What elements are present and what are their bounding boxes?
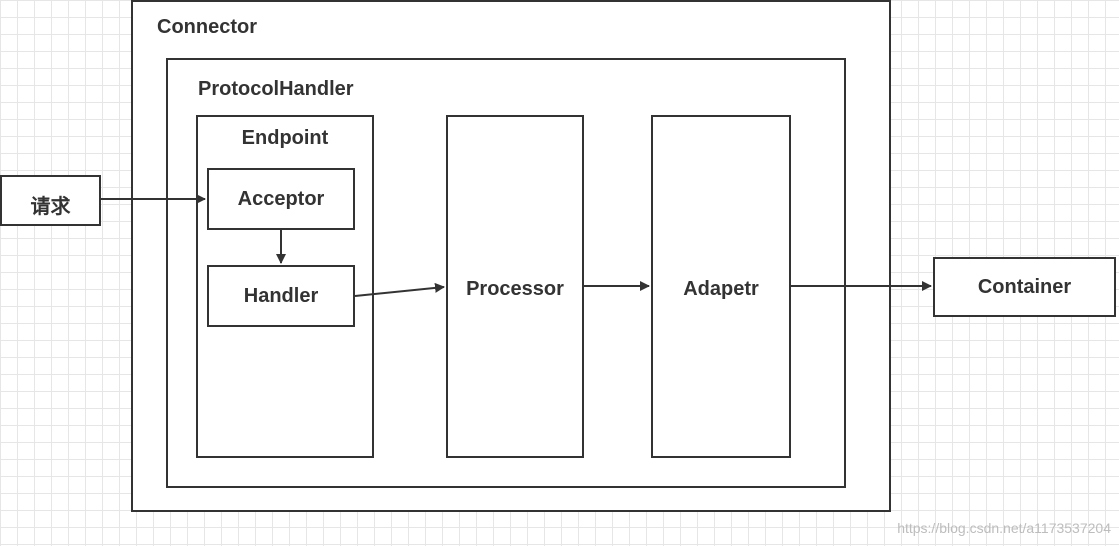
connector-label: Connector [157,16,257,38]
handler-label: Handler [243,285,319,307]
request-label: 请求 [30,196,71,218]
acceptor-label: Acceptor [237,188,325,210]
container-box: Container [933,257,1116,317]
protocol-handler-label: ProtocolHandler [198,78,354,100]
acceptor-box: Acceptor [207,168,355,230]
request-box: 请求 [0,175,101,226]
processor-label: Processor [466,278,564,300]
watermark: https://blog.csdn.net/a1173537204 [897,520,1111,536]
processor-box: Processor [446,115,584,458]
adapter-box: Adapetr [651,115,791,458]
adapter-label: Adapetr [683,278,759,300]
handler-box: Handler [207,265,355,327]
container-label: Container [977,276,1072,298]
endpoint-label: Endpoint [241,127,329,149]
